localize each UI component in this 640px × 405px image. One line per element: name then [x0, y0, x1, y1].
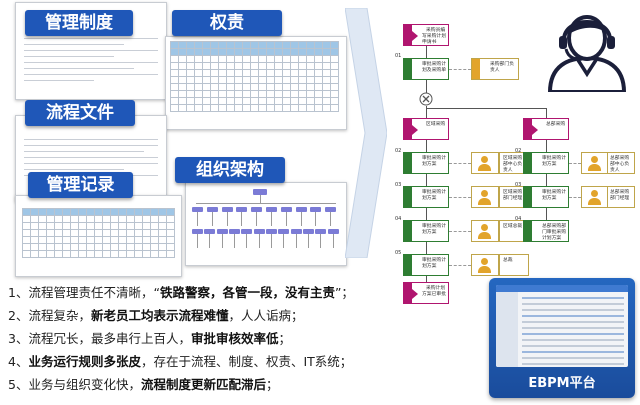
customer-service-agent-icon — [547, 15, 627, 92]
problem-statement: 4、业务运行规则多张皮，存在于流程、制度、权责、IT系统； — [8, 354, 353, 369]
role-person-icon — [471, 152, 499, 174]
org-structure-label: 组织架构 — [175, 157, 285, 183]
authority-label: 权责 — [172, 10, 282, 36]
management-records-label: 管理记录 — [28, 172, 133, 198]
org-structure-document — [185, 182, 347, 266]
gateway-icon — [419, 92, 433, 106]
flow-node: 审批采购计划及采购单 — [403, 58, 449, 80]
process-files-label: 流程文件 — [25, 100, 135, 126]
flow-start-node: 采购员编写采购计划申请书 — [403, 24, 449, 46]
ebpm-platform-label: EBPM平台 — [528, 376, 596, 391]
problem-statement: 2、流程复杂，新老员工均表示流程难懂，人人诟病； — [8, 308, 304, 323]
records-table — [22, 208, 175, 258]
problem-statement: 1、流程管理责任不清晰，“铁路警察，各管一段，没有主责”； — [8, 285, 354, 300]
problem-statement: 5、业务与组织变化快，流程制度更新匹配滞后； — [8, 377, 279, 392]
authority-matrix-document — [165, 36, 347, 130]
right-arrow-icon — [345, 8, 387, 258]
ebpm-platform-device: EBPM平台 — [489, 278, 635, 398]
management-system-label: 管理制度 — [25, 10, 133, 36]
flow-role-node: 采购部门负责人 — [471, 58, 519, 80]
problem-statement: 3、流程冗长，最多串行上百人，审批审核效率低； — [8, 331, 291, 346]
ebpm-screen — [496, 285, 628, 367]
authority-matrix-table — [170, 41, 339, 112]
management-records-document — [15, 195, 182, 277]
flow-end-node: 采购计划方案已审批 — [403, 282, 449, 304]
